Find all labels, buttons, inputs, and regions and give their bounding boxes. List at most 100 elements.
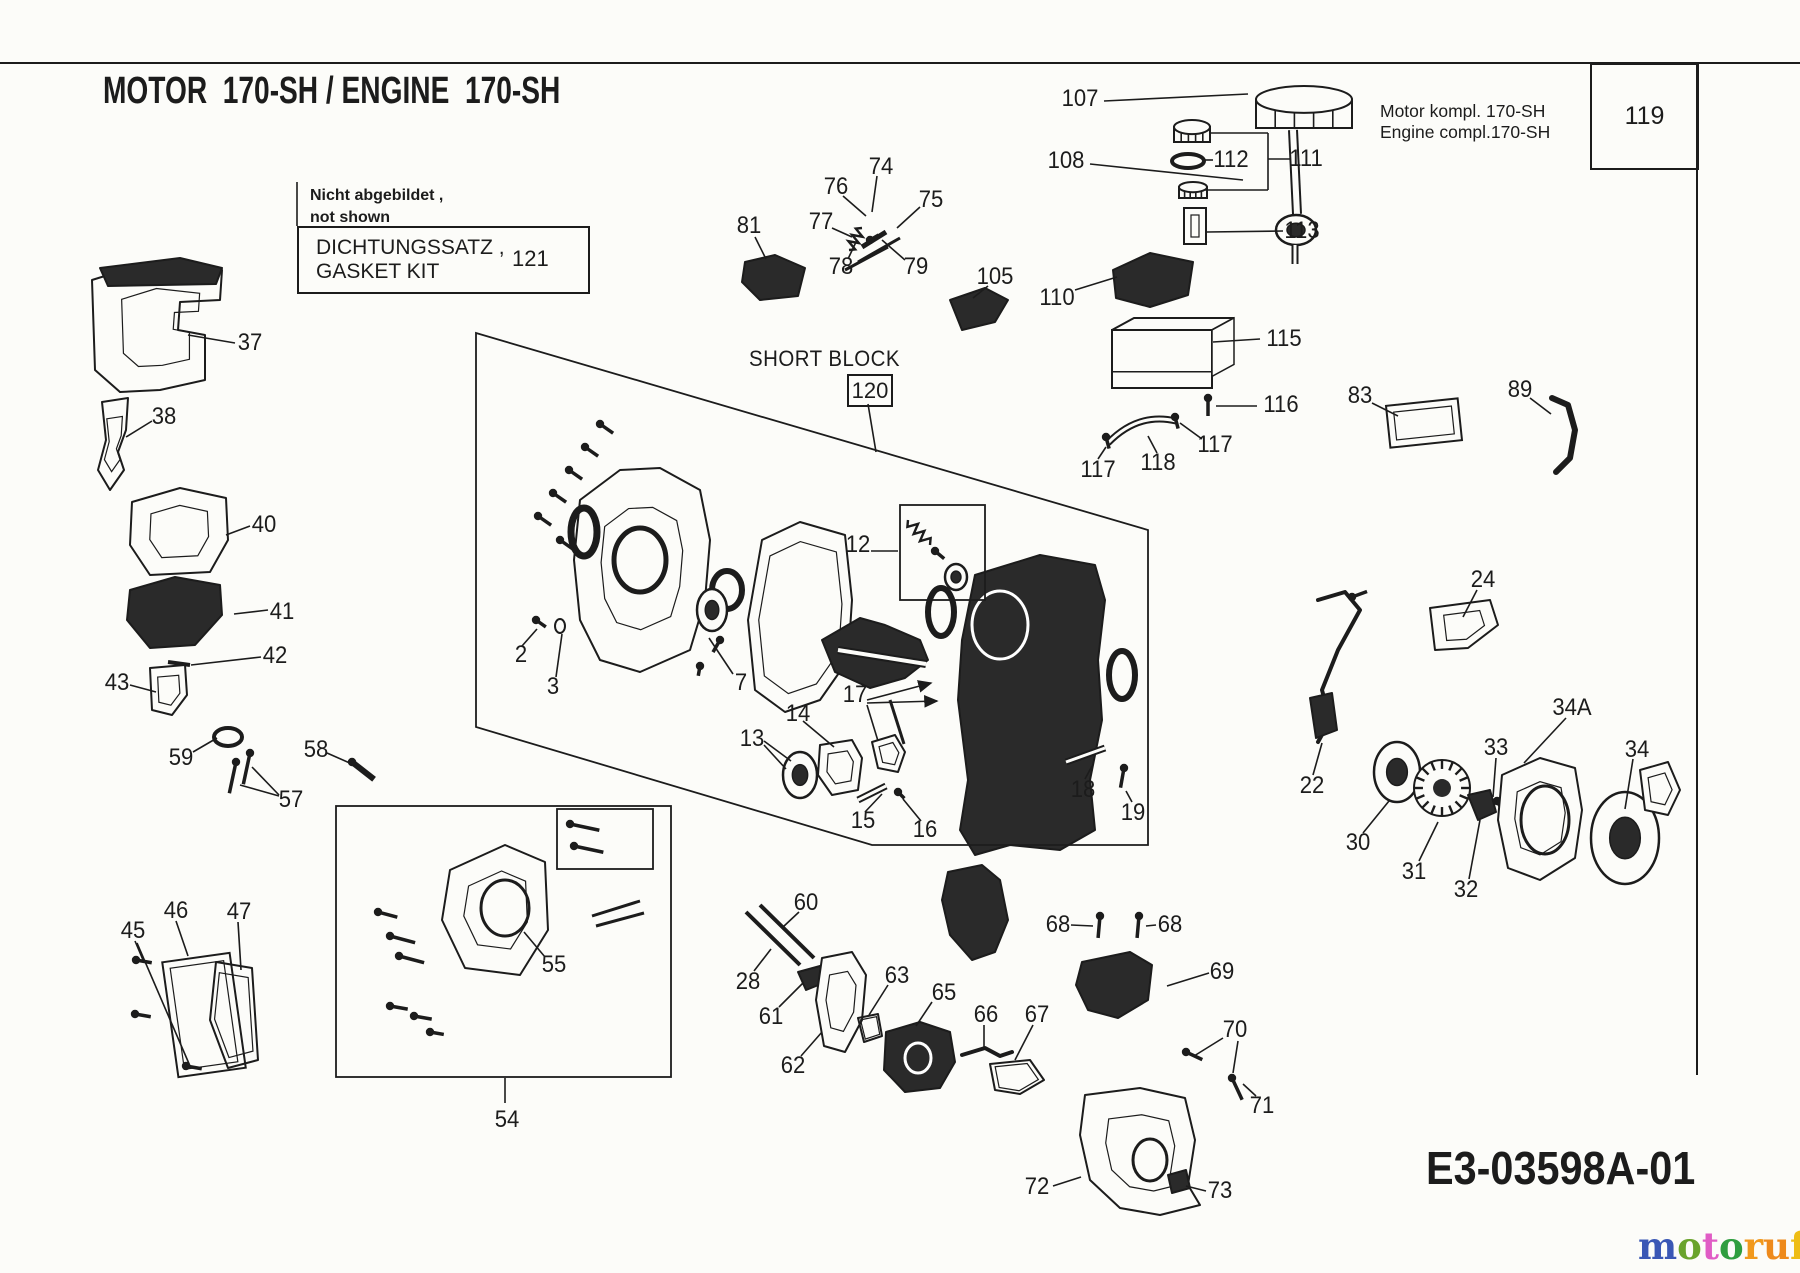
- part-rod-icon: [591, 899, 641, 918]
- part-ring-icon: [1106, 648, 1138, 702]
- part-label-83: 83: [1347, 382, 1373, 409]
- part-label-17: 17: [842, 681, 868, 708]
- part-rod-icon: [1288, 129, 1302, 215]
- part-blob-icon: [573, 467, 711, 673]
- part-bolt-icon: [893, 787, 906, 800]
- part-label-34A: 34A: [1552, 694, 1592, 721]
- gasket-kit-ref: 121: [512, 246, 549, 271]
- part-ring-icon: [903, 1041, 933, 1075]
- part-bolt-icon: [130, 1009, 152, 1019]
- part-rod-icon: [758, 903, 816, 960]
- part-label-24: 24: [1470, 566, 1496, 593]
- part-label-59: 59: [168, 744, 194, 771]
- part-rod-icon: [167, 660, 191, 667]
- motoruf-logo[interactable]: motoruf.de: [1638, 1224, 1800, 1268]
- part-plate-icon: [1384, 397, 1464, 449]
- part-bolt-icon: [1101, 432, 1111, 450]
- part-plate-icon: [161, 951, 247, 1079]
- part-label-43: 43: [104, 669, 130, 696]
- part-label-66: 66: [973, 1001, 999, 1028]
- part-gasket-icon: [747, 521, 853, 713]
- part-label-31: 31: [1401, 858, 1427, 885]
- part-bolt-icon: [394, 951, 425, 965]
- part-label-111: 111: [1289, 145, 1323, 172]
- part-label-115: 115: [1266, 325, 1302, 352]
- part-blob-icon: [99, 257, 223, 287]
- part-bolt-icon: [555, 535, 575, 551]
- part-label-81: 81: [736, 212, 762, 239]
- page-title: MOTOR 170-SH / ENGINE 170-SH: [103, 70, 561, 112]
- part-label-108: 108: [1047, 147, 1085, 174]
- part-bolt-icon: [564, 465, 584, 481]
- part-label-42: 42: [262, 642, 288, 669]
- part-bolt-icon: [711, 635, 725, 653]
- part-blob-icon: [815, 951, 867, 1053]
- top-rule: [0, 62, 1800, 64]
- part-label-54: 54: [494, 1106, 520, 1133]
- part-label-40: 40: [251, 511, 277, 538]
- part-label-77: 77: [808, 208, 834, 235]
- part-label-19: 19: [1120, 799, 1146, 826]
- part-label-113: 113: [1284, 217, 1320, 244]
- not-shown-note: Nicht abgebildet , not shown: [310, 185, 443, 229]
- part-label-12: 12: [845, 531, 871, 558]
- part-blob-icon: [1497, 757, 1583, 881]
- part-label-57: 57: [278, 786, 304, 813]
- part-blob-icon: [126, 576, 223, 649]
- part-label-32: 32: [1453, 876, 1479, 903]
- part-blob-icon: [1639, 761, 1681, 816]
- part-blob-icon: [149, 664, 188, 716]
- part-bolt-icon: [385, 931, 416, 945]
- part-ring-icon: [1170, 152, 1206, 170]
- part-label-117: 117: [1197, 431, 1233, 458]
- part-ring-icon: [567, 504, 601, 560]
- part-ring-icon: [925, 585, 957, 639]
- part-label-34: 34: [1624, 736, 1650, 763]
- part-spring-icon: [845, 226, 866, 252]
- part-bolt-icon: [531, 615, 547, 629]
- detail-box: [556, 808, 654, 870]
- part-bolt-icon: [580, 442, 600, 458]
- part-label-60: 60: [793, 889, 819, 916]
- part-label-71: 71: [1249, 1092, 1275, 1119]
- part-ring-icon: [479, 878, 531, 938]
- part-label-62: 62: [780, 1052, 806, 1079]
- short-block-ref: 120: [851, 377, 889, 403]
- part-bolt-icon: [695, 661, 705, 677]
- part-bolt-icon: [1170, 412, 1180, 430]
- part-blob-icon: [441, 844, 549, 976]
- part-label-112: 112: [1213, 146, 1249, 173]
- part-label-16: 16: [912, 816, 938, 843]
- part-bolt-icon: [1203, 393, 1213, 416]
- part-blob-icon: [949, 287, 1009, 331]
- part-label-58: 58: [303, 736, 329, 763]
- part-label-47: 47: [226, 898, 252, 925]
- part-label-68: 68: [1045, 911, 1071, 938]
- part-label-2: 2: [514, 641, 528, 668]
- part-label-75: 75: [918, 186, 944, 213]
- part-label-79: 79: [903, 253, 929, 280]
- short-block-outline: [475, 331, 1149, 846]
- part-label-13: 13: [739, 725, 765, 752]
- part-bolt-icon: [131, 955, 153, 965]
- part-blob-icon: [817, 739, 863, 796]
- short-block-ref-box: 120: [847, 374, 893, 407]
- part-label-37: 37: [237, 329, 263, 356]
- part-blob-icon: [1079, 1087, 1201, 1216]
- assembly-ref-box: 119: [1590, 63, 1699, 170]
- part-disc-icon: [695, 587, 729, 633]
- part-label-70: 70: [1222, 1016, 1248, 1043]
- part-label-65: 65: [931, 979, 957, 1006]
- assembly-note-en: Engine compl.170-SH: [1380, 122, 1551, 142]
- part-blob-icon: [97, 397, 129, 491]
- part-label-15: 15: [850, 807, 876, 834]
- logo-letter: o: [1718, 1224, 1744, 1268]
- gasket-kit-de: DICHTUNGSSATZ ,: [316, 236, 505, 259]
- part-cap-icon: [1173, 119, 1211, 144]
- part-wire-icon: [960, 1046, 1014, 1058]
- part-label-73: 73: [1207, 1177, 1233, 1204]
- part-bolt-icon: [347, 757, 376, 782]
- part-label-61: 61: [758, 1003, 784, 1030]
- part-label-41: 41: [269, 598, 295, 625]
